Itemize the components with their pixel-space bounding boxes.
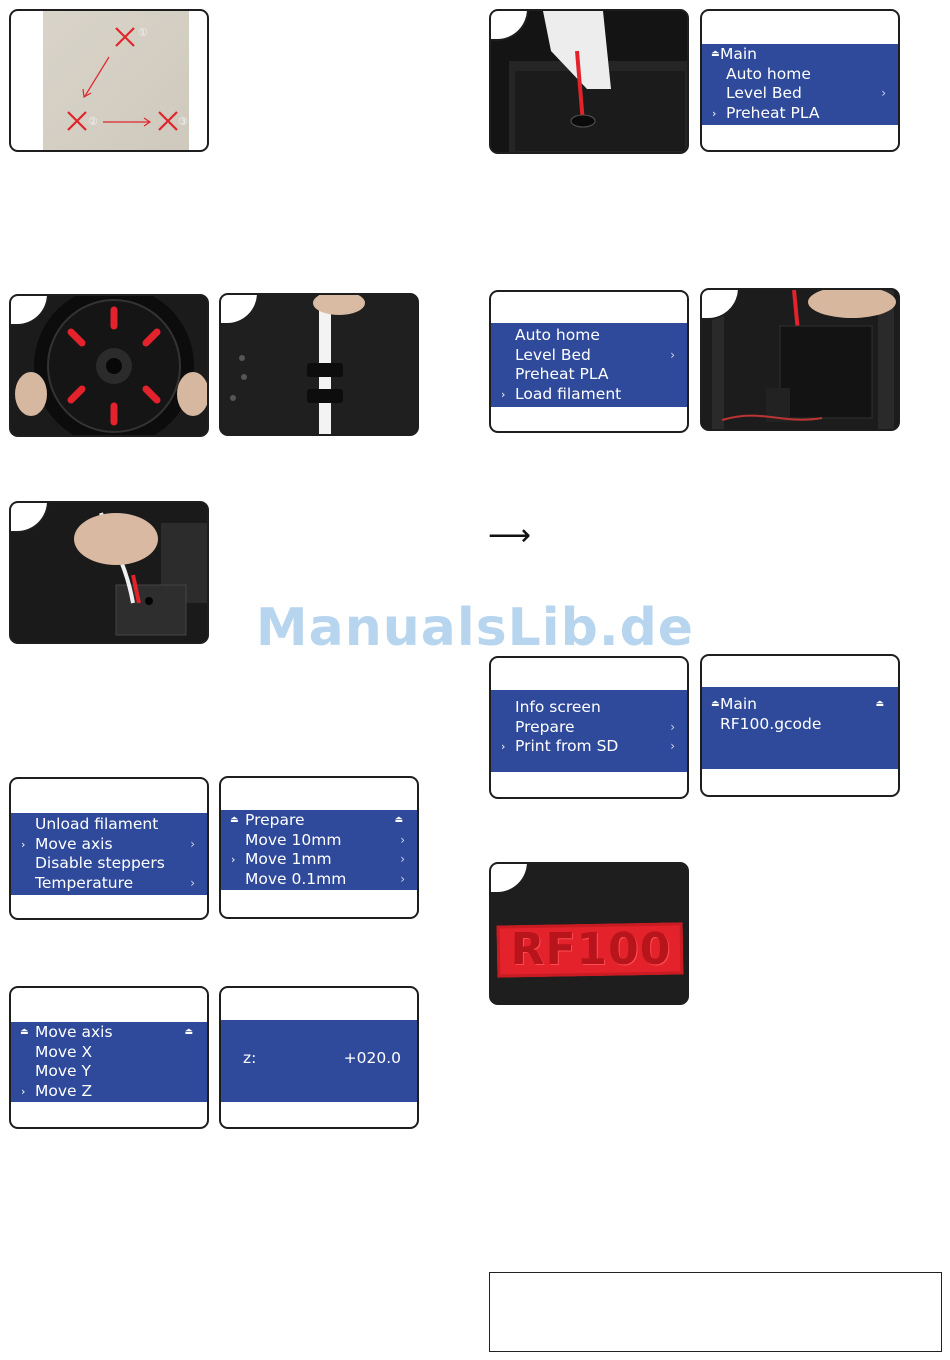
submenu-arrow-icon: › <box>670 719 675 734</box>
submenu-arrow-icon: › <box>400 832 405 847</box>
menu-item-temperature[interactable]: Temperature› <box>35 873 195 892</box>
lcd-menu: Unload filament ›Move axis› Disable step… <box>11 813 207 895</box>
menu-item-move-axis-back[interactable]: ⏏Move axis⏏ <box>20 1023 193 1041</box>
selector-icon: › <box>21 1084 26 1098</box>
submenu-arrow-icon: › <box>670 347 675 362</box>
lcd-screen-main: ⏏Main Auto home Level Bed› ›Preheat PLA <box>700 9 900 152</box>
watermark: ManualsLib.de <box>255 598 695 658</box>
menu-item-unload-filament[interactable]: Unload filament <box>35 815 159 833</box>
lcd-screen-z-value: z: +020.0 <box>219 986 419 1129</box>
spool-illustration <box>15 296 207 435</box>
selector-icon: › <box>501 740 506 753</box>
step-badge <box>491 864 529 894</box>
hotend-illustration <box>702 290 898 429</box>
note-box <box>489 1272 942 1352</box>
back-icon: ⏏ <box>184 1027 193 1037</box>
menu-item-main[interactable]: ⏏Main⏏ <box>711 695 884 713</box>
bed-surface <box>43 11 189 150</box>
selector-icon: › <box>501 387 506 401</box>
leveling-diagram-image: ① ② ③ <box>9 9 209 152</box>
lcd-screen-move-step: ⏏Prepare⏏ Move 10mm› ›Move 1mm› Move 0.1… <box>219 776 419 919</box>
filament-guide-illustration <box>221 295 417 434</box>
menu-item-print-from-sd[interactable]: ›Print from SD› <box>501 737 675 755</box>
print-result-photo: RF100 <box>489 862 689 1005</box>
back-icon: ⏏ <box>875 699 884 709</box>
menu-item-gcode-file[interactable]: RF100.gcode <box>720 714 822 733</box>
menu-item-level-bed[interactable]: Level Bed› <box>515 345 675 364</box>
selector-icon: › <box>712 106 717 120</box>
menu-item-move-z[interactable]: ›Move Z <box>21 1081 93 1100</box>
menu-item-move-x[interactable]: Move X <box>35 1042 93 1061</box>
menu-item-move-0-1mm[interactable]: Move 0.1mm› <box>245 869 405 888</box>
menu-item-move-y[interactable]: Move Y <box>35 1062 91 1080</box>
selector-icon: › <box>21 837 26 851</box>
submenu-arrow-icon: › <box>190 875 195 890</box>
back-icon: ⏏ <box>711 49 720 59</box>
menu-item-info-screen[interactable]: Info screen <box>515 698 601 716</box>
axis-label: z: <box>243 1049 257 1067</box>
submenu-arrow-icon: › <box>190 836 195 851</box>
back-icon: ⏏ <box>230 815 239 825</box>
filament-insert-photo <box>9 501 209 644</box>
menu-item-disable-steppers[interactable]: Disable steppers <box>35 854 165 872</box>
leveling-path-graphic <box>67 27 178 131</box>
menu-item-level-bed[interactable]: Level Bed› <box>726 84 886 102</box>
menu-item-auto-home[interactable]: Auto home <box>515 326 600 344</box>
lcd-menu: ⏏Main⏏ RF100.gcode <box>702 687 898 769</box>
menu-item-move-axis[interactable]: ›Move axis› <box>21 834 195 853</box>
mark-2: ② <box>88 115 98 128</box>
right-arrow-icon: ⟶ <box>488 518 532 553</box>
lcd-screen-prepare-2: Unload filament ›Move axis› Disable step… <box>9 777 209 920</box>
spool-photo <box>9 294 209 437</box>
lcd-menu: ⏏Prepare⏏ Move 10mm› ›Move 1mm› Move 0.1… <box>221 810 417 890</box>
submenu-arrow-icon: › <box>670 739 675 753</box>
filament-insert-illustration <box>11 503 207 642</box>
menu-item-prepare[interactable]: ⏏Prepare⏏ <box>230 811 403 829</box>
lcd-screen-info: Info screen Prepare› ›Print from SD› <box>489 656 689 799</box>
lcd-screen-sd: ⏏Main⏏ RF100.gcode <box>700 654 900 797</box>
selector-icon: › <box>231 853 236 866</box>
menu-item-move-10mm[interactable]: Move 10mm› <box>245 830 405 849</box>
mark-3: ③ <box>178 115 188 128</box>
menu-item-load-filament[interactable]: ›Load filament <box>501 384 622 403</box>
submenu-arrow-icon: › <box>400 871 405 886</box>
menu-item-prepare[interactable]: Prepare› <box>515 717 675 736</box>
back-icon: ⏏ <box>711 699 720 709</box>
submenu-arrow-icon: › <box>400 852 405 866</box>
lcd-menu: Auto home Level Bed› Preheat PLA ›Load f… <box>491 323 687 407</box>
hotend-photo <box>700 288 900 431</box>
extruder-illustration <box>491 11 687 152</box>
filament-guide-photo <box>219 293 419 436</box>
menu-item-main[interactable]: ⏏Main <box>711 45 758 63</box>
lcd-menu: ⏏Move axis⏏ Move X Move Y ›Move Z <box>11 1022 207 1102</box>
menu-item-preheat-pla[interactable]: ›Preheat PLA <box>712 103 820 122</box>
back-icon: ⏏ <box>20 1027 29 1037</box>
menu-item-preheat-pla[interactable]: Preheat PLA <box>515 365 609 383</box>
lcd-screen-prepare: Auto home Level Bed› Preheat PLA ›Load f… <box>489 290 689 433</box>
lcd-menu: Info screen Prepare› ›Print from SD› <box>491 690 687 772</box>
mark-1: ① <box>138 26 148 39</box>
lcd-menu: ⏏Main Auto home Level Bed› ›Preheat PLA <box>702 44 898 125</box>
printed-text: RF100 <box>510 924 672 975</box>
back-icon: ⏏ <box>394 815 403 825</box>
menu-item-move-1mm[interactable]: ›Move 1mm› <box>231 850 405 868</box>
lcd-screen-move-axis: ⏏Move axis⏏ Move X Move Y ›Move Z <box>9 986 209 1129</box>
submenu-arrow-icon: › <box>881 86 886 100</box>
lcd-value-panel: z: +020.0 <box>221 1020 417 1102</box>
axis-value[interactable]: +020.0 <box>343 1049 401 1067</box>
extruder-photo <box>489 9 689 154</box>
menu-item-auto-home[interactable]: Auto home <box>726 64 811 83</box>
